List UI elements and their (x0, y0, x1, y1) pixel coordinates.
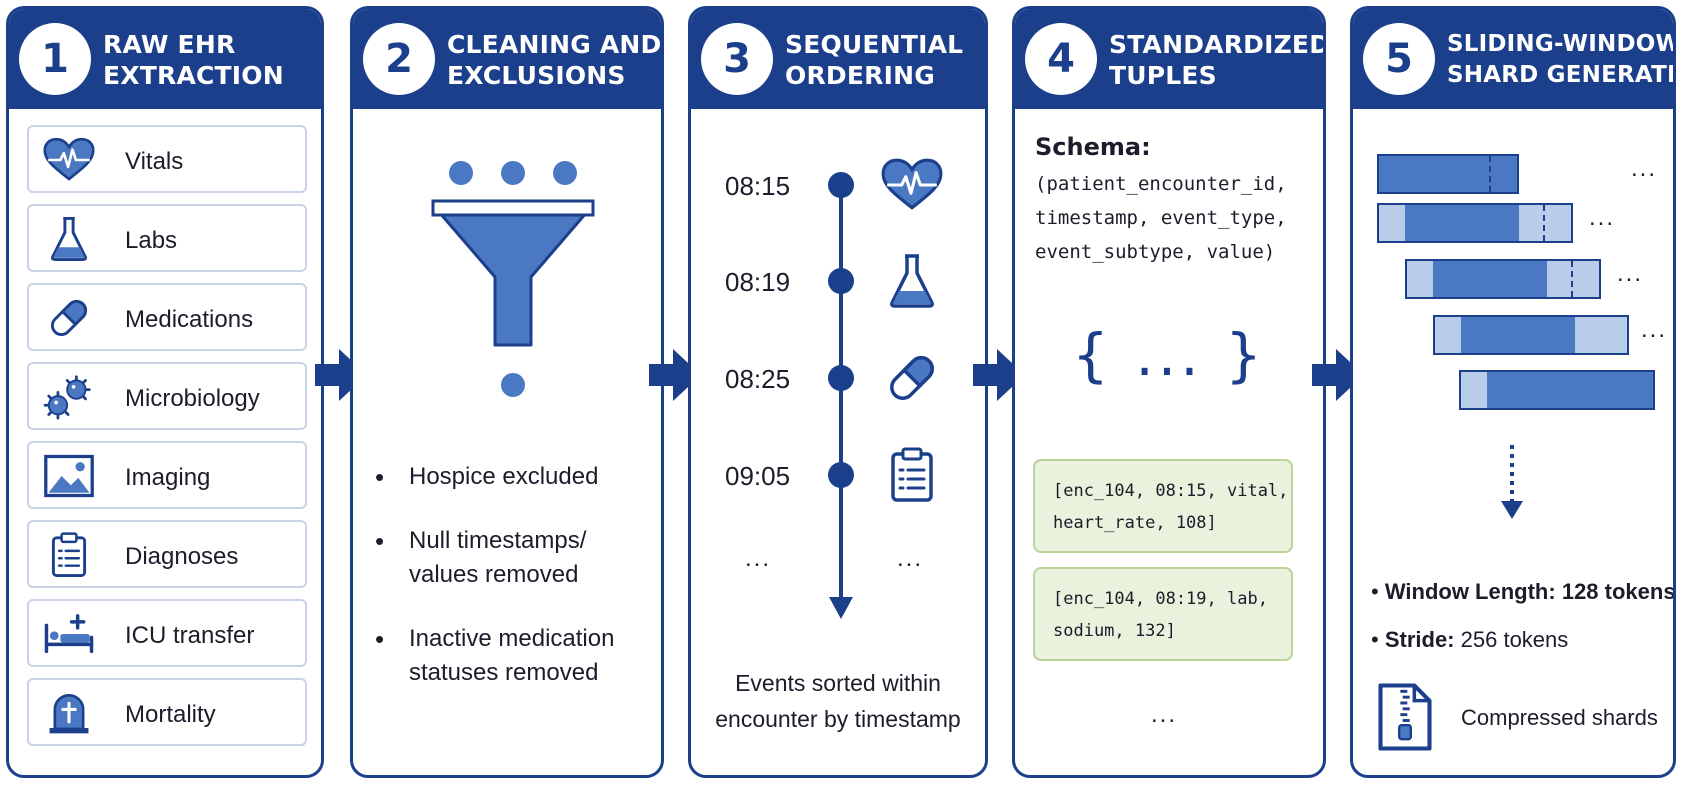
tuple-example: [enc_104, 08:15, vital, heart_rate, 108] (1033, 459, 1293, 553)
shard-window-bar (1377, 203, 1573, 243)
shard-window-bar (1433, 315, 1629, 355)
timeline-axis (828, 172, 854, 619)
source-item-mortality: Mortality (27, 678, 307, 746)
panel-header: 3 SEQUENTIAL ORDERING (691, 9, 985, 109)
panel-header: 1 RAW EHR EXTRACTION (9, 9, 321, 109)
step-number: 5 (1363, 23, 1435, 95)
heart-pulse-icon (881, 157, 943, 213)
source-item-vitals: Vitals (27, 125, 307, 193)
panel-sliding-window-shard-generation: 5 SLIDING-WINDOW SHARD GENERATION ... ..… (1350, 6, 1676, 778)
source-item-labs: Labs (27, 204, 307, 272)
panel-title: CLEANING AND EXCLUSIONS (447, 30, 662, 90)
panel-raw-ehr-extraction: 1 RAW EHR EXTRACTION Vitals Labs Medicat… (6, 6, 324, 778)
panel-title: SEQUENTIAL ORDERING (785, 30, 964, 90)
bullet-null-removed: Null timestamps/ values removed (375, 524, 614, 592)
heart-pulse-icon (43, 137, 95, 183)
timeline-ellipsis: ... (745, 545, 772, 572)
event-time: 08:19 (725, 267, 791, 297)
flask-icon (43, 216, 95, 262)
bullet-hospice-excluded: Hospice excluded (375, 460, 614, 494)
image-icon (43, 453, 95, 499)
step-number: 4 (1025, 23, 1097, 95)
event-time: 08:15 (725, 171, 791, 201)
panel-title: RAW EHR EXTRACTION (103, 30, 284, 90)
shard-ellipsis: ... (1589, 204, 1616, 231)
hospital-bed-icon (43, 611, 95, 657)
step-number: 3 (701, 23, 773, 95)
stride-stat: • Stride: 256 tokens (1371, 627, 1569, 652)
source-item-imaging: Imaging (27, 441, 307, 509)
funnel-icon (431, 161, 595, 397)
timeline-ellipsis: ... (897, 545, 924, 572)
schema-label: Schema: (1035, 133, 1151, 161)
pill-icon (881, 350, 943, 406)
shard-window-bar (1405, 259, 1601, 299)
panel-title: STANDARDIZED TUPLES (1109, 30, 1326, 90)
panel-title: SLIDING-WINDOW SHARD GENERATION (1447, 31, 1676, 88)
compressed-shards-label: Compressed shards (1461, 705, 1658, 730)
clipboard-icon (43, 532, 95, 578)
source-item-microbiology: Microbiology (27, 362, 307, 430)
zip-file-icon (1377, 681, 1433, 753)
panel-header: 5 SLIDING-WINDOW SHARD GENERATION (1353, 9, 1673, 109)
clipboard-icon (881, 447, 943, 503)
brace-ellipsis: { ... } (1072, 321, 1266, 389)
tombstone-icon (43, 690, 95, 736)
panel-sequential-ordering: 3 SEQUENTIAL ORDERING 08:15 08:19 08:25 … (688, 6, 988, 778)
source-item-icu-transfer: ICU transfer (27, 599, 307, 667)
microbe-icon (43, 374, 95, 420)
schema-definition: (patient_encounter_id, timestamp, event_… (1035, 173, 1287, 263)
step-number: 2 (363, 23, 435, 95)
panel-header: 2 CLEANING AND EXCLUSIONS (353, 9, 661, 109)
flask-icon (881, 253, 943, 309)
source-item-diagnoses: Diagnoses (27, 520, 307, 588)
shard-ellipsis: ... (1641, 316, 1668, 343)
window-length-stat: • Window Length: 128 tokens (1371, 579, 1676, 604)
panel-standardized-tuples: 4 STANDARDIZED TUPLES Schema: (patient_e… (1012, 6, 1326, 778)
step-number: 1 (19, 23, 91, 95)
event-time: 09:05 (725, 461, 791, 491)
shard-ellipsis: ... (1617, 260, 1644, 287)
pill-icon (43, 295, 95, 341)
shard-ellipsis: ... (1631, 155, 1658, 182)
ordering-caption: Events sorted within encounter by timest… (715, 670, 961, 732)
tuples-ellipsis: ... (1151, 701, 1178, 728)
bullet-inactive-medication: Inactive medication statuses removed (375, 622, 614, 690)
event-time: 08:25 (725, 364, 791, 394)
continuation-arrow (1501, 445, 1523, 519)
shard-window-bar (1459, 370, 1655, 410)
panel-cleaning-and-exclusions: 2 CLEANING AND EXCLUSIONS Hospice exclud… (350, 6, 664, 778)
tuple-example: [enc_104, 08:19, lab, sodium, 132] (1033, 567, 1293, 661)
source-item-medications: Medications (27, 283, 307, 351)
cleaning-bullet-list: Hospice excluded Null timestamps/ values… (375, 460, 614, 720)
panel-header: 4 STANDARDIZED TUPLES (1015, 9, 1323, 109)
shard-window-bar (1377, 154, 1519, 194)
